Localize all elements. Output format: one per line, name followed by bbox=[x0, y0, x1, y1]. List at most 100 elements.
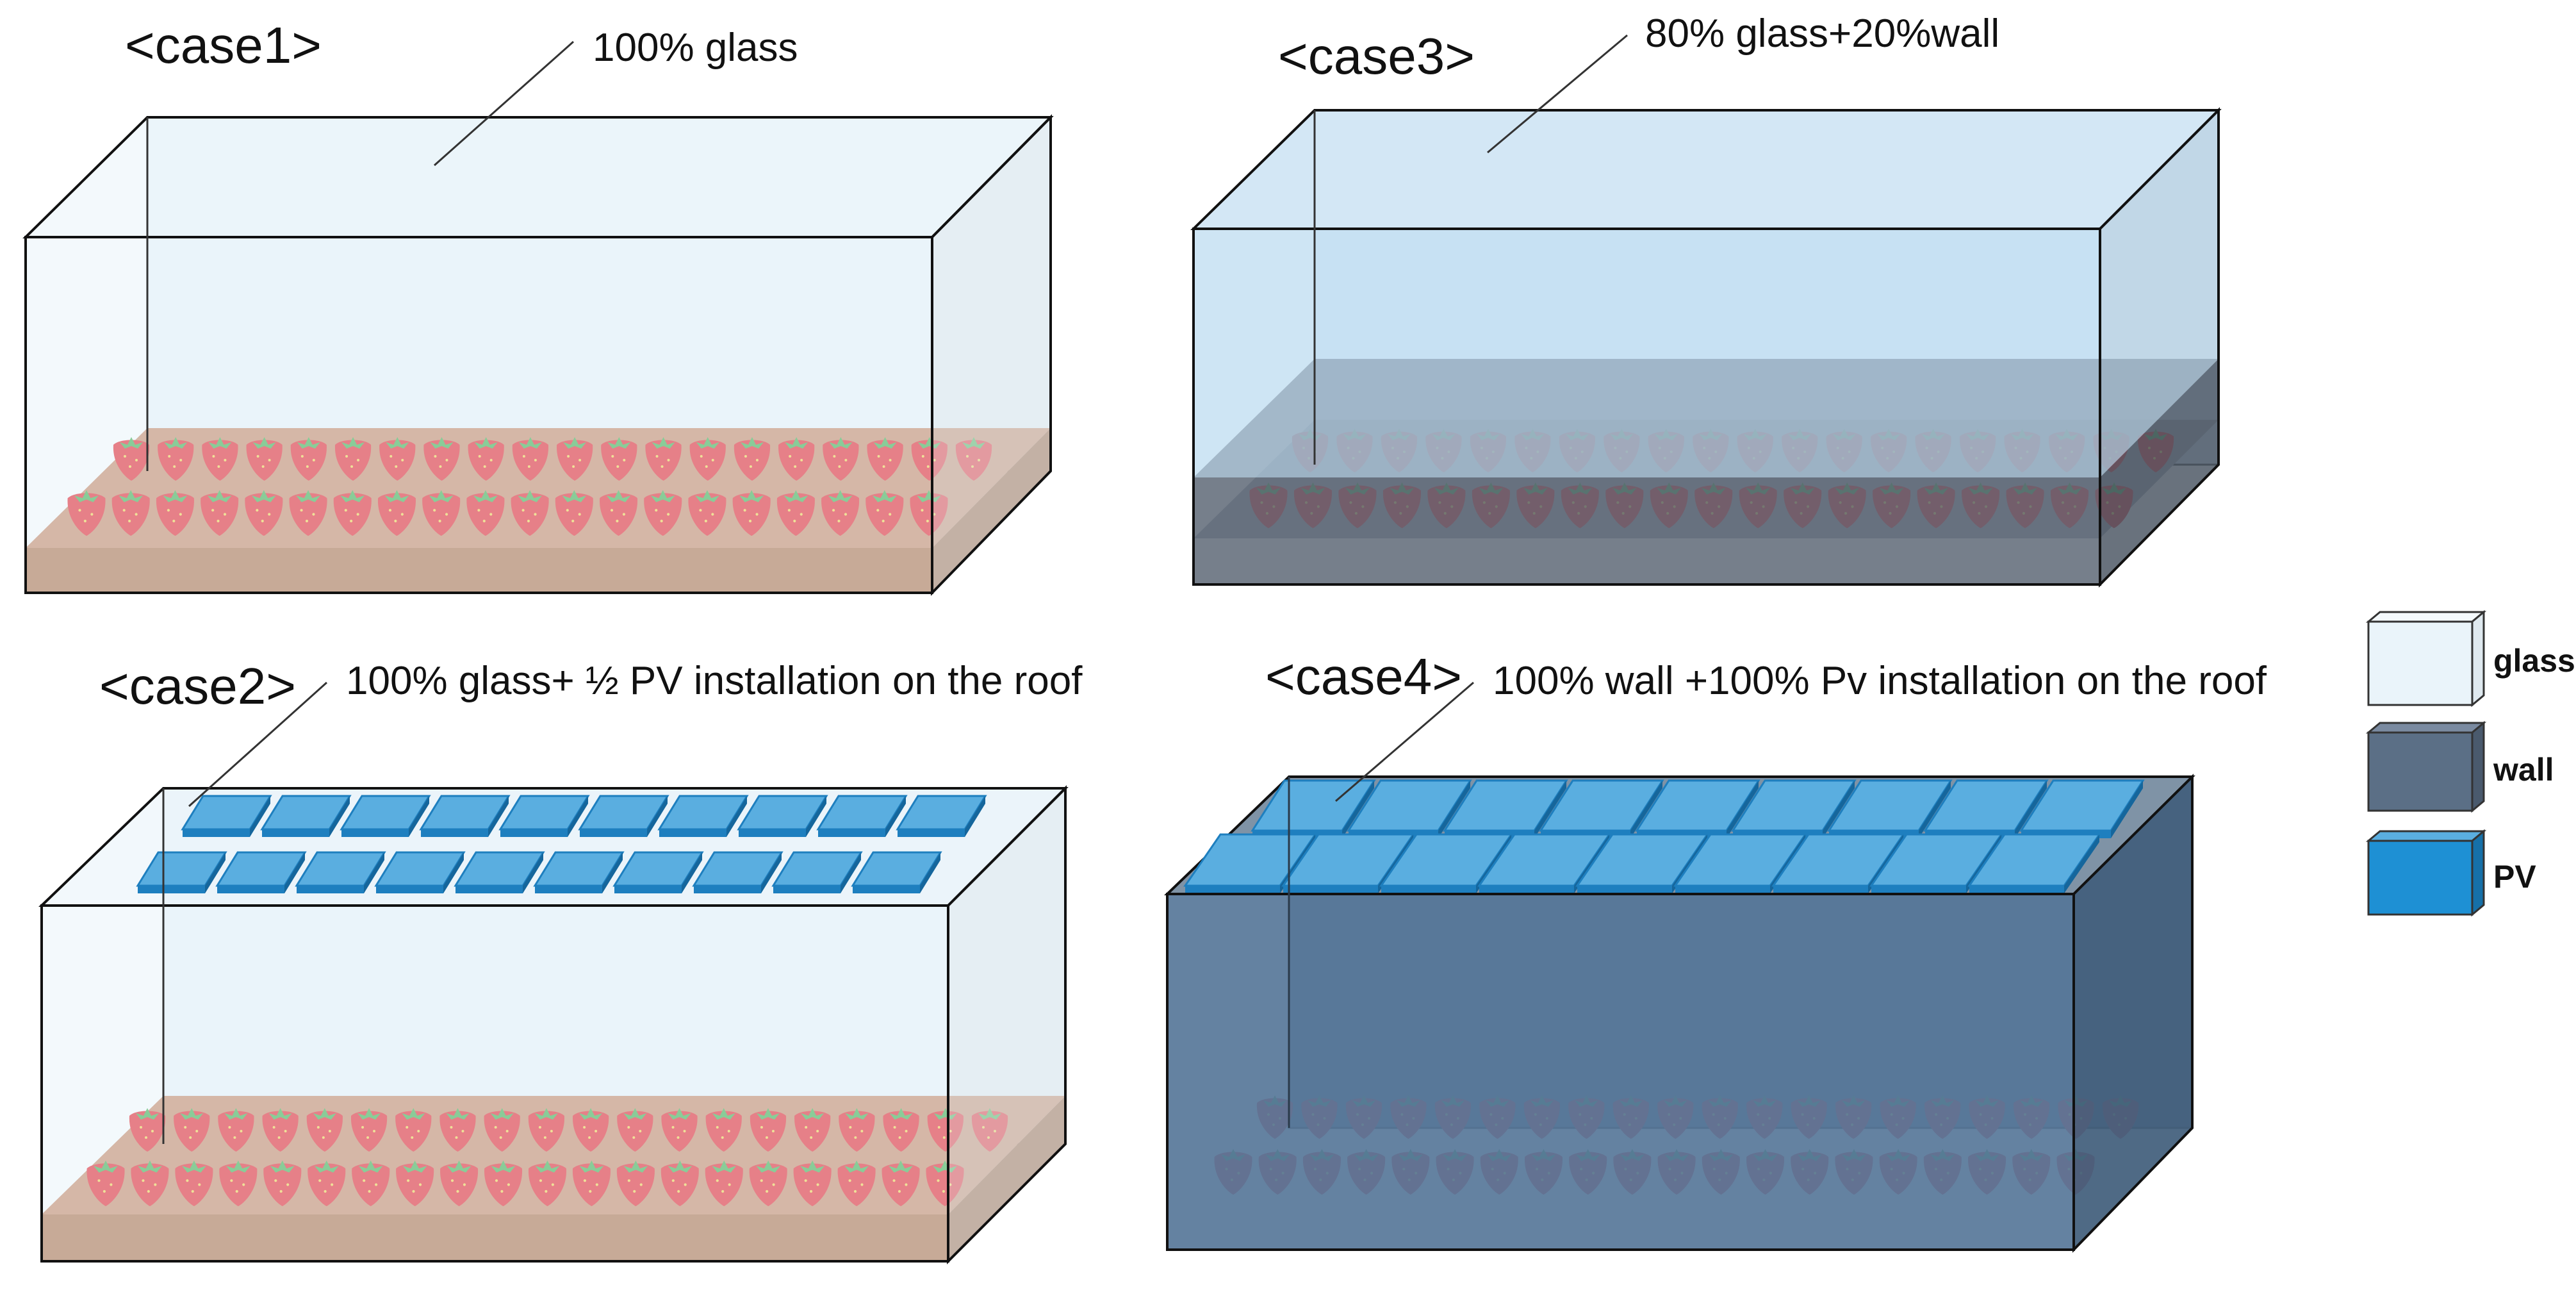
case4-group: <case4> 100% wall +100% Pv installation … bbox=[1164, 648, 2267, 1253]
strawberry-icon bbox=[158, 437, 194, 481]
strawberry-icon bbox=[732, 490, 771, 536]
legend-wall-label: wall bbox=[2493, 752, 2554, 788]
strawberry-icon bbox=[794, 1108, 831, 1152]
strawberry-icon bbox=[377, 490, 416, 536]
strawberry-icon bbox=[661, 1108, 698, 1152]
pv-panel bbox=[181, 795, 272, 837]
pv-panel bbox=[692, 851, 783, 893]
strawberry-icon bbox=[555, 490, 593, 536]
case4-wall-side bbox=[2072, 774, 2194, 1253]
strawberry-icon bbox=[867, 437, 903, 481]
case3-outline-side bbox=[2099, 107, 2220, 588]
pv-panel bbox=[771, 851, 863, 893]
strawberry-icon bbox=[111, 490, 150, 536]
case3-wall-band-top bbox=[1194, 359, 2219, 477]
strawberry-icon bbox=[86, 1160, 125, 1207]
pv-panel bbox=[1967, 833, 2101, 893]
legend-pv-swatch bbox=[2367, 840, 2473, 916]
case3-label: <case3> bbox=[1278, 28, 1475, 85]
strawberry-icon bbox=[352, 1160, 390, 1207]
strawberry-icon bbox=[306, 1108, 343, 1152]
strawberry-icon bbox=[468, 437, 504, 481]
strawberry-icon bbox=[866, 490, 904, 536]
pv-panel bbox=[657, 795, 749, 837]
pv-panel bbox=[136, 851, 227, 893]
strawberry-icon bbox=[201, 490, 239, 536]
case2-group: <case2> 100% glass+ ½ PV installation on… bbox=[38, 658, 1083, 1264]
strawberry-icon bbox=[262, 1108, 299, 1152]
strawberry-icon bbox=[776, 490, 815, 536]
strawberry-icon bbox=[660, 1160, 699, 1207]
case4-pv-grid bbox=[1183, 779, 2145, 893]
case2-glass-front bbox=[40, 904, 949, 1263]
pv-panel bbox=[851, 851, 942, 893]
strawberry-icon bbox=[572, 1160, 611, 1207]
strawberry-icon bbox=[202, 437, 238, 481]
legend: glass wall PV bbox=[2365, 609, 2575, 917]
case4-callout-line bbox=[1335, 681, 1474, 802]
strawberry-icon bbox=[113, 437, 150, 481]
legend-item-pv: PV bbox=[2365, 829, 2536, 917]
strawberry-icon bbox=[422, 490, 461, 536]
case2-callout-line bbox=[188, 681, 328, 808]
strawberry-icon bbox=[484, 1160, 523, 1207]
pv-panel bbox=[533, 851, 625, 893]
strawberry-icon bbox=[645, 437, 682, 481]
strawberry-icon bbox=[616, 1160, 655, 1207]
pv-panel bbox=[419, 795, 511, 837]
strawberry-icon bbox=[821, 490, 860, 536]
legend-pv-cube-side bbox=[2471, 829, 2485, 917]
case1-strawberry-row-front bbox=[67, 490, 948, 536]
strawberry-icon bbox=[245, 490, 283, 536]
strawberry-icon bbox=[379, 437, 416, 481]
pv-panel bbox=[737, 795, 828, 837]
case1-group: <case1> 100% glass bbox=[22, 17, 1054, 596]
case2-glass-side bbox=[947, 785, 1067, 1264]
legend-pv-label: PV bbox=[2493, 859, 2536, 895]
strawberry-icon bbox=[439, 1108, 476, 1152]
strawberry-icon bbox=[174, 1108, 210, 1152]
strawberry-icon bbox=[837, 1160, 876, 1207]
strawberry-icon bbox=[778, 437, 815, 481]
strawberry-icon bbox=[466, 490, 505, 536]
strawberry-icon bbox=[823, 437, 859, 481]
legend-glass-label: glass bbox=[2493, 643, 2575, 679]
case2-description: 100% glass+ ½ PV installation on the roo… bbox=[346, 659, 1083, 703]
case4-description: 100% wall +100% Pv installation on the r… bbox=[1493, 659, 2267, 703]
case1-callout-line bbox=[434, 40, 574, 167]
pv-panel bbox=[454, 851, 545, 893]
pv-panel bbox=[896, 795, 987, 837]
strawberry-icon bbox=[289, 490, 327, 536]
strawberry-icon bbox=[734, 437, 771, 481]
pv-panel bbox=[260, 795, 352, 837]
strawberry-icon bbox=[705, 1160, 743, 1207]
case4-label: <case4> bbox=[1265, 648, 1462, 705]
strawberry-icon bbox=[308, 1160, 346, 1207]
strawberry-icon bbox=[423, 437, 460, 481]
strawberry-icon bbox=[246, 437, 283, 481]
case1-glass-side bbox=[931, 114, 1052, 596]
pv-panel bbox=[374, 851, 466, 893]
case3-description: 80% glass+20%wall bbox=[1645, 12, 1999, 56]
case1-soil-front bbox=[26, 548, 932, 593]
case1-description: 100% glass bbox=[593, 26, 798, 70]
strawberry-icon bbox=[644, 490, 682, 536]
strawberry-icon bbox=[350, 1108, 388, 1152]
strawberry-icon bbox=[333, 490, 372, 536]
case3-callout-line bbox=[1487, 34, 1628, 154]
strawberry-icon bbox=[689, 437, 726, 481]
strawberry-icon bbox=[218, 1108, 254, 1152]
legend-item-wall: wall bbox=[2365, 720, 2554, 813]
strawberry-icon bbox=[556, 437, 593, 481]
case3-wall-side bbox=[2100, 359, 2219, 584]
pv-panel bbox=[1379, 833, 1513, 893]
pv-panel bbox=[578, 795, 669, 837]
case1-strawberry-row-back bbox=[113, 437, 992, 481]
strawberry-icon bbox=[156, 490, 194, 536]
legend-item-glass: glass bbox=[2365, 609, 2575, 708]
case1-glass-top bbox=[22, 116, 1054, 238]
strawberry-icon bbox=[129, 1108, 166, 1152]
strawberry-icon bbox=[599, 490, 638, 536]
